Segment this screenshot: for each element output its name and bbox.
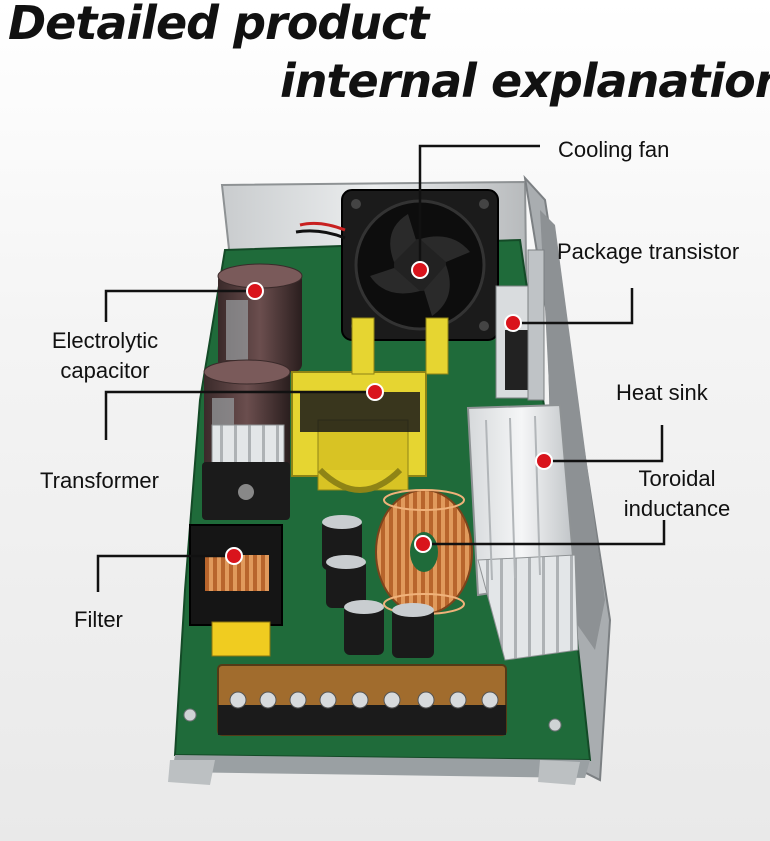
leader-electrolytic-capacitor: [104, 289, 255, 322]
terminal-block-graphic: [217, 664, 507, 736]
label-electrolytic-capacitor: Electrolytic capacitor: [40, 326, 170, 386]
label-filter: Filter: [74, 607, 123, 632]
leader-filter: [96, 554, 234, 592]
emi-filter-graphic: [189, 524, 283, 657]
leader-heat-sink: [544, 425, 664, 463]
marker-electrolytic-capacitor: [246, 282, 264, 300]
label-cooling-fan: Cooling fan: [558, 137, 670, 162]
transformer-graphic: [291, 317, 449, 493]
label-electrolytic-line-2: capacitor: [60, 358, 150, 383]
heading-line-1: Detailed product: [8, 0, 429, 50]
label-toroidal-line-2: inductance: [623, 496, 731, 521]
leader-toroidal-inductance: [423, 520, 666, 546]
marker-transformer: [366, 383, 384, 401]
label-heat-sink: Heat sink: [616, 380, 708, 405]
label-electrolytic-line-1: Electrolytic: [51, 328, 159, 353]
leader-lines: [96, 144, 666, 592]
leader-cooling-fan: [418, 144, 540, 270]
label-toroidal-inductance: Toroidal inductance: [614, 464, 740, 524]
marker-package-transistor: [504, 314, 522, 332]
label-transformer: Transformer: [40, 468, 159, 493]
marker-filter: [225, 547, 243, 565]
heat-sink-graphic: [466, 403, 579, 661]
filter-capacitors-graphic: [322, 515, 434, 658]
heading-line-2: internal explanation: [280, 54, 770, 108]
marker-toroidal-inductance: [414, 535, 432, 553]
package-transistor-graphic: [495, 249, 545, 401]
marker-cooling-fan: [411, 261, 429, 279]
leader-transformer: [104, 390, 375, 440]
label-package-transistor: Package transistor: [557, 239, 740, 264]
leader-package-transistor: [513, 288, 634, 325]
small-heatsink-graphic: [202, 424, 290, 520]
marker-heat-sink: [535, 452, 553, 470]
label-toroidal-line-1: Toroidal: [638, 466, 716, 491]
markers: [225, 261, 553, 565]
